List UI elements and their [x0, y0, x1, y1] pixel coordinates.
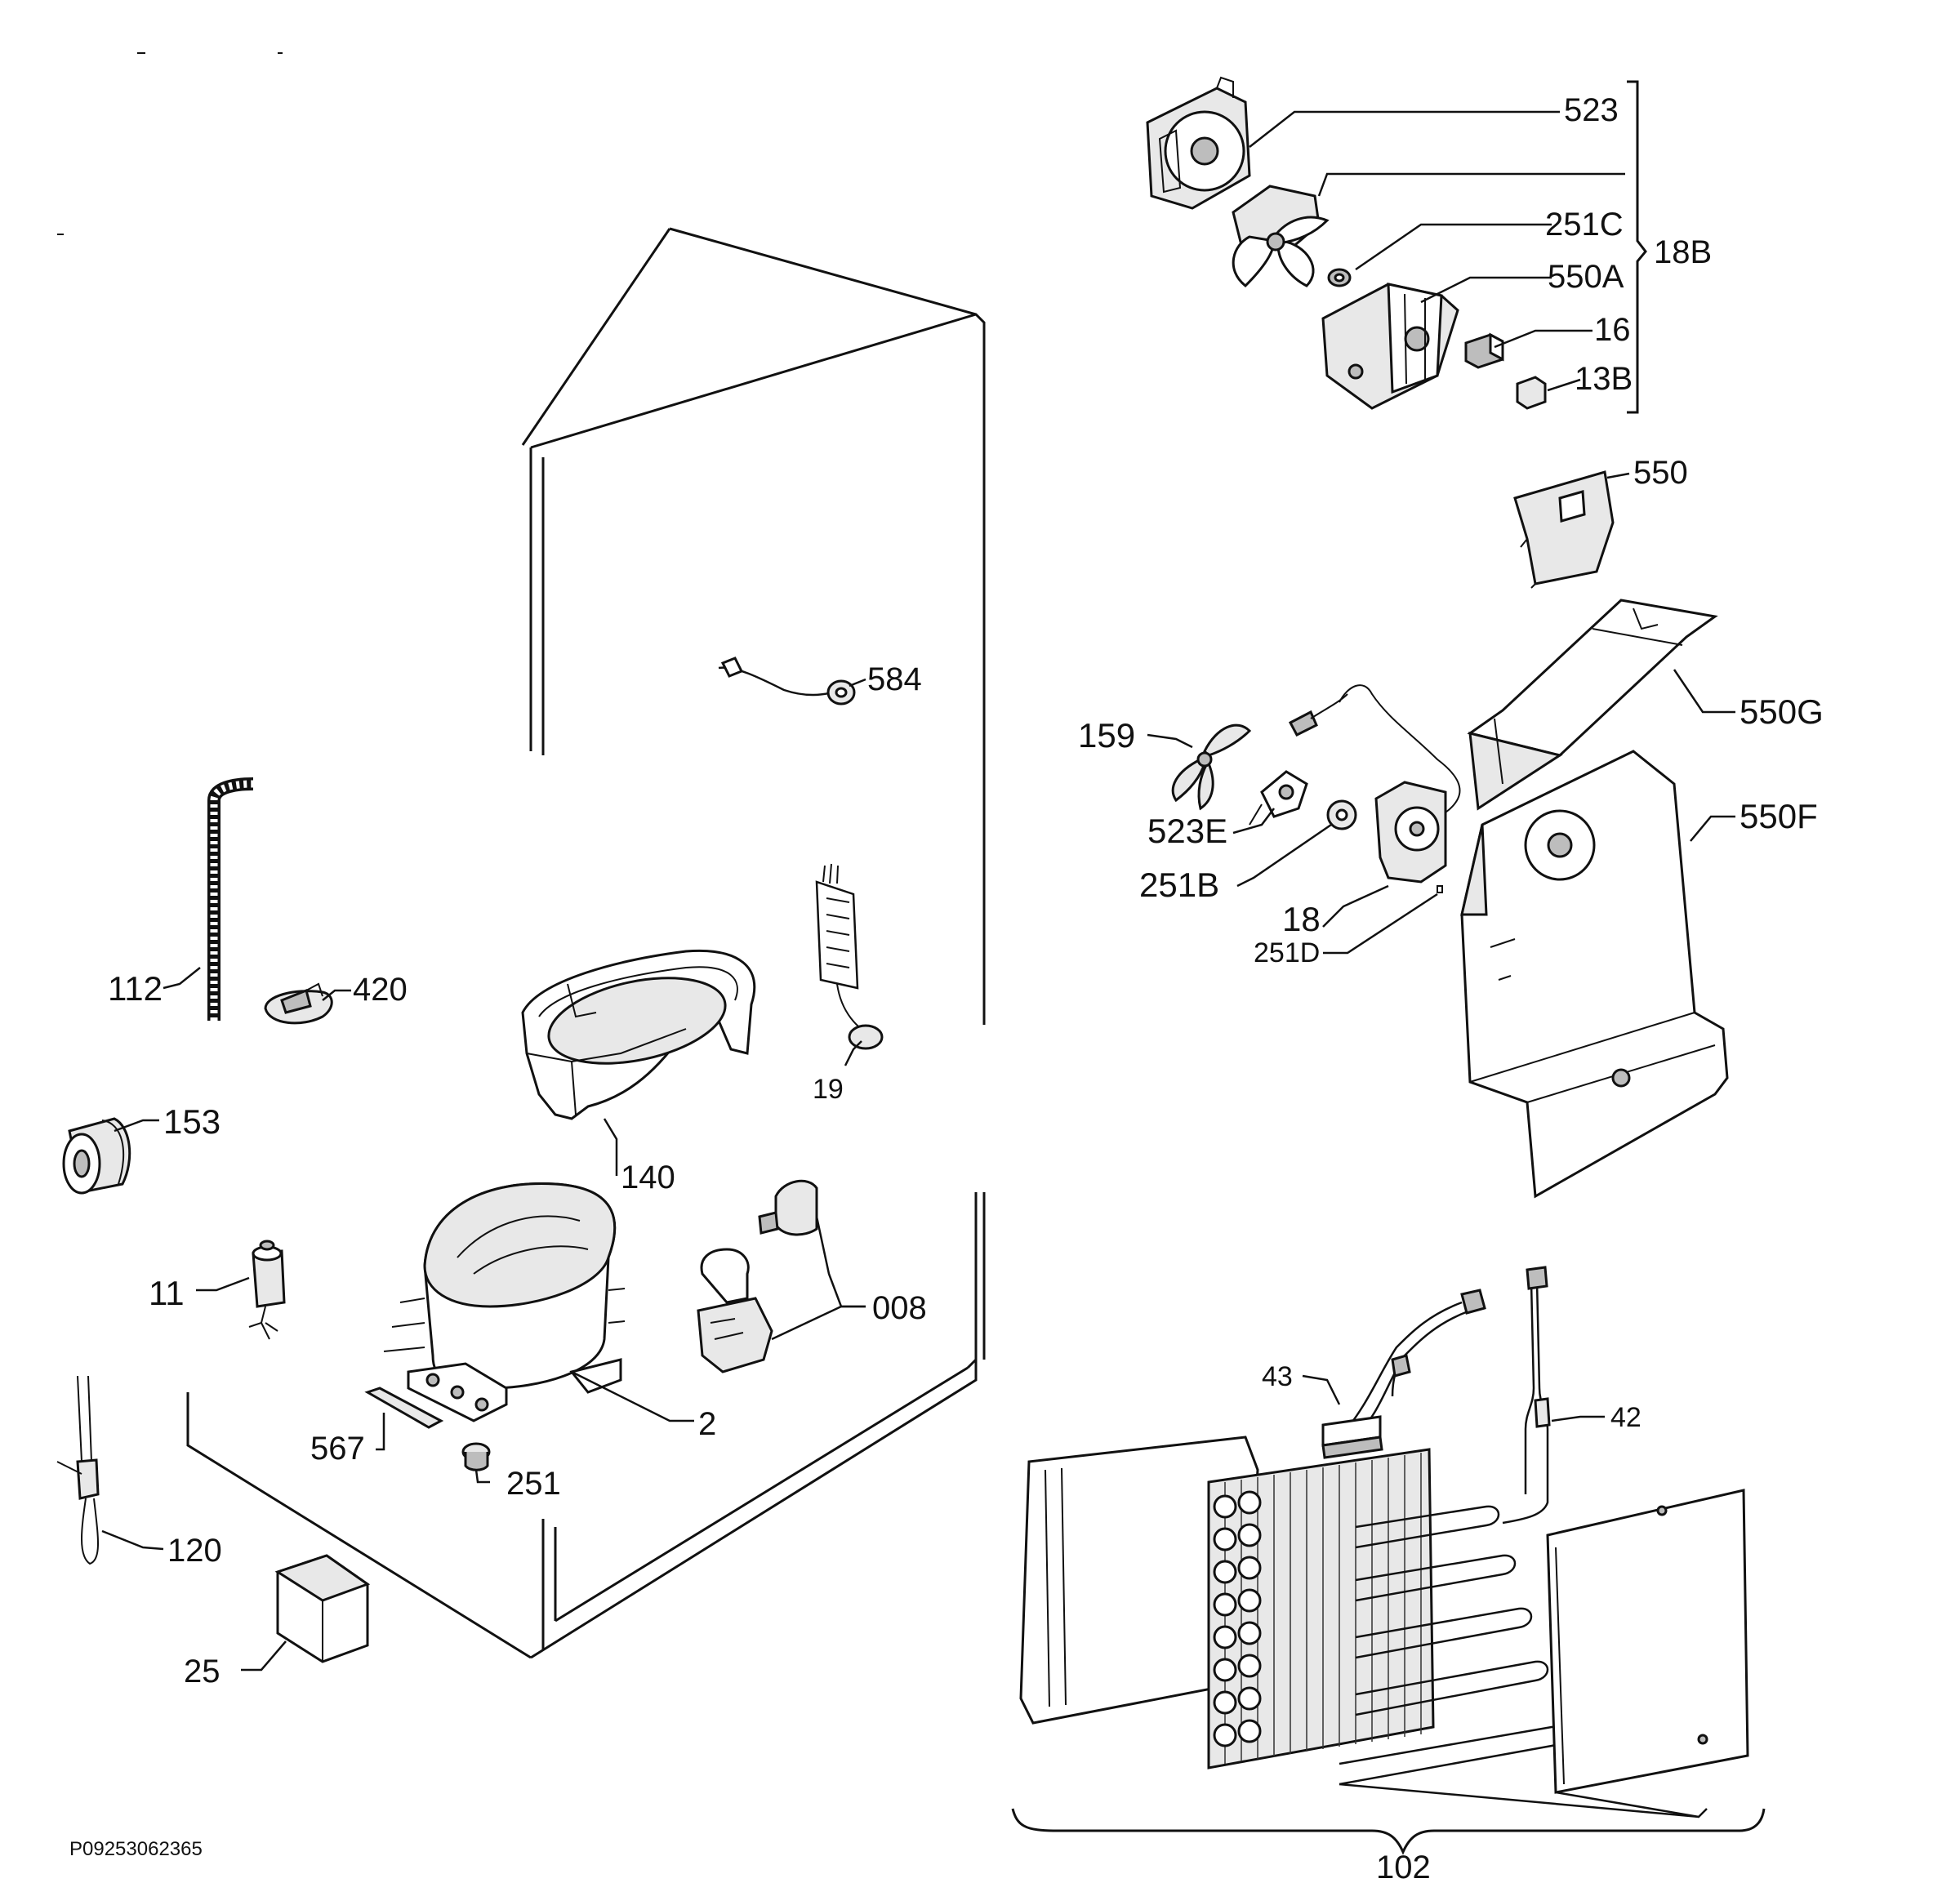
bracket-523E	[1249, 770, 1308, 826]
part-label-008: 008	[872, 1290, 927, 1326]
part-label-16: 16	[1594, 312, 1631, 348]
nut-251C	[1327, 268, 1352, 287]
part-label-523E: 523E	[1147, 812, 1227, 850]
drip-tray-140	[521, 949, 756, 1120]
part-label-112: 112	[108, 969, 163, 1008]
heater-19	[815, 863, 884, 1050]
part-label-120: 120	[167, 1533, 222, 1569]
motor-bracket-550A	[1321, 283, 1459, 410]
part-label-140: 140	[621, 1160, 675, 1195]
fan-motor-18	[1288, 684, 1461, 884]
drier-11	[248, 1240, 286, 1340]
fan-housing-523	[1146, 76, 1251, 210]
compressor-2	[383, 1182, 626, 1422]
gear-251B	[1326, 799, 1357, 830]
part-label-550: 550	[1633, 455, 1688, 491]
cabinet-body	[57, 52, 986, 1659]
duct-panel-550F	[1460, 750, 1729, 1199]
grommet-251	[461, 1442, 491, 1471]
part-label-523: 523	[1564, 92, 1619, 128]
part-label-567: 567	[310, 1431, 365, 1467]
sensor-584	[718, 657, 856, 706]
part-label-13B: 13B	[1575, 361, 1633, 397]
cable-120	[56, 1375, 100, 1565]
part-label-43: 43	[1262, 1361, 1293, 1392]
part-label-584: 584	[867, 661, 922, 697]
box-25	[274, 1554, 371, 1663]
coil-tube-ends	[1213, 1490, 1262, 1747]
document-id: P09253062365	[69, 1838, 203, 1860]
bushing-153	[62, 1117, 131, 1195]
bracket-18B	[1627, 80, 1647, 414]
part-label-19: 19	[813, 1074, 844, 1105]
part-label-159: 159	[1078, 716, 1135, 755]
part-label-251D: 251D	[1254, 937, 1320, 968]
part-label-420: 420	[353, 972, 408, 1008]
fan-blade-159	[1171, 723, 1252, 811]
leader-lines	[101, 110, 1735, 1672]
part-label-42: 42	[1610, 1402, 1642, 1433]
part-label-251B: 251B	[1139, 866, 1219, 904]
part-label-550G: 550G	[1740, 692, 1824, 731]
holder-420	[264, 982, 333, 1025]
drain-tube-112	[207, 777, 254, 1021]
part-label-550A: 550A	[1548, 259, 1624, 295]
part-label-251: 251	[506, 1466, 561, 1502]
part-label-11: 11	[149, 1274, 185, 1312]
plate-567	[364, 1387, 444, 1429]
part-label-2: 2	[698, 1406, 716, 1442]
brace-102	[1011, 1808, 1766, 1855]
part-labels: 523 251C 550A 16 13B 18B 550 584 550G 15…	[108, 92, 1824, 1883]
cap-13B	[1516, 376, 1547, 410]
switch-16	[1464, 332, 1504, 369]
part-label-251C: 251C	[1545, 207, 1624, 243]
part-label-153: 153	[163, 1102, 220, 1141]
duct-top-550G	[1467, 599, 1718, 811]
part-label-550F: 550F	[1740, 797, 1818, 835]
part-label-18B: 18B	[1654, 234, 1712, 270]
cover-550	[1513, 470, 1615, 589]
part-label-18: 18	[1282, 900, 1321, 938]
fan-motor-with-blade	[1232, 185, 1330, 288]
relay-008	[697, 1179, 818, 1373]
part-label-25: 25	[184, 1654, 220, 1689]
part-label-102: 102	[1376, 1850, 1431, 1883]
evaporator-102	[1019, 1266, 1749, 1818]
clip-251D	[1437, 885, 1443, 893]
